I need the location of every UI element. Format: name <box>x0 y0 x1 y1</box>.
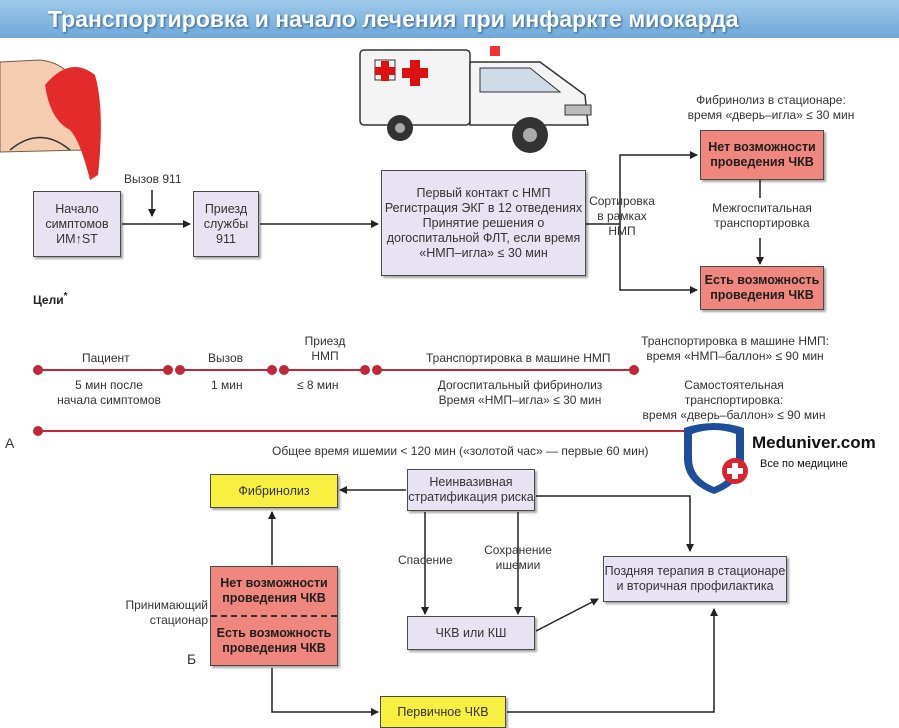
timeline-call: Вызов <box>208 351 244 365</box>
box-primary-pci: Первичное ЧКВ <box>380 696 506 728</box>
label-interhospital-transfer: Межгоспитальная транспортировка <box>712 201 812 230</box>
box-pci-capability-b: Есть возможность проведения ЧКВ <box>216 626 332 655</box>
box-symptom-onset: Начало симптомов ИМ↑ST <box>33 191 121 257</box>
label-preserved-ischemia: Сохранение ишемии <box>484 543 552 572</box>
section-b-letter: Б <box>187 651 197 667</box>
box-late-therapy: Поздняя терапия в стационаре и вторичная… <box>603 556 787 602</box>
box-911-arrival: Приезд службы 911 <box>193 191 259 257</box>
label-total-ischemia: Общее время ишемии < 120 мин («золотой ч… <box>272 444 649 458</box>
timeline-top <box>33 365 639 375</box>
label-rescue: Спасение <box>398 553 453 567</box>
box-pci-capability: Есть возможность проведения ЧКВ <box>700 266 824 310</box>
box-pci-or-cabg: ЧКВ или КШ <box>407 616 535 650</box>
logo-name: Meduniver.com <box>752 433 876 452</box>
box-risk-stratification: Неинвазивная стратификация риска <box>407 469 535 511</box>
logo-tagline: Все по медицине <box>760 458 848 470</box>
label-call-911: Вызов 911 <box>124 172 182 186</box>
box-no-pci-capability: Нет возможности проведения ЧКВ <box>700 130 824 180</box>
timeline-arrival: Приезд НМП <box>304 334 346 363</box>
timeline-call-time: 1 мин <box>211 378 243 392</box>
page-title: Транспортировка и начало лечения при инф… <box>48 6 739 32</box>
box-fibrinolysis: Фибринолиз <box>210 474 338 508</box>
patient-illustration <box>0 59 101 180</box>
label-hospital-fibrinolysis: Фибринолиз в стационаре: время «дверь–иг… <box>687 93 855 122</box>
header-bar: Транспортировка и начало лечения при инф… <box>0 0 899 38</box>
timeline-arrival-time: ≤ 8 мин <box>297 378 339 392</box>
box-first-medical-contact: Первый контакт с НМП Регистрация ЭКГ в 1… <box>381 170 586 276</box>
section-a-letter: А <box>5 435 15 451</box>
timeline-transport-balloon: Транспортировка в машине НМП: время «НМП… <box>641 334 829 363</box>
timeline-patient-time: 5 мин после начала симптомов <box>57 378 161 407</box>
timeline-transport: Транспортировка в машине НМП <box>426 351 611 365</box>
timeline-total <box>33 426 692 436</box>
label-sorting: Сортировка в рамках НМП <box>589 194 655 238</box>
timeline-patient: Пациент <box>82 351 130 365</box>
box-no-pci-capability-b: Нет возможности проведения ЧКВ <box>211 567 337 617</box>
label-goals: Цели* <box>33 291 68 307</box>
timeline-self-transport: Самостоятельная транспортировка: время «… <box>642 378 826 422</box>
label-receiving-hospital: Принимающий стационар <box>125 598 208 627</box>
goals-footnote-mark: * <box>63 291 68 302</box>
ambulance-illustration <box>359 46 592 153</box>
timeline-prehospital-fibrinolysis: Догоспитальный фибринолиз Время «НМП–игл… <box>437 378 603 407</box>
box-receiving-hospital-capability: Нет возможности проведения ЧКВ Есть возм… <box>210 566 338 666</box>
meduniver-logo-icon <box>684 423 748 494</box>
